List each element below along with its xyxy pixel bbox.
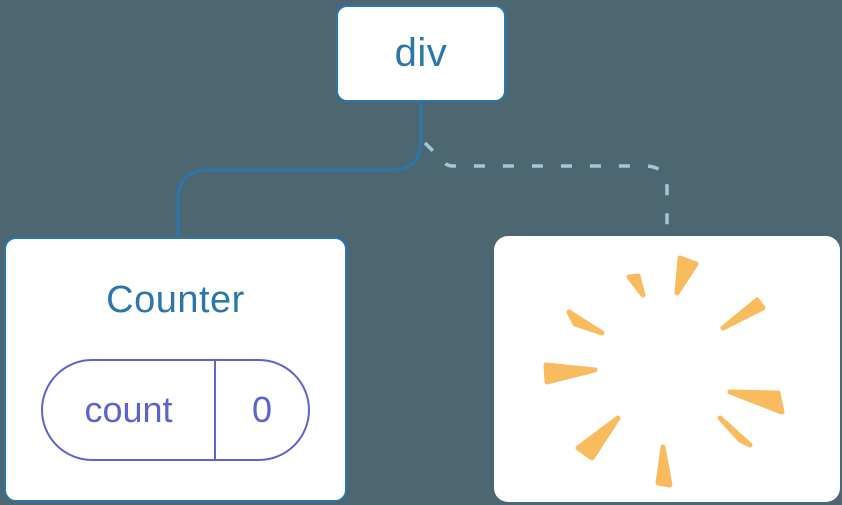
poof-ray	[717, 415, 753, 448]
state-key-label: count	[43, 361, 216, 459]
tree-node-div-label: div	[394, 31, 448, 75]
poof-ray	[575, 415, 621, 461]
poof-ray	[720, 297, 766, 331]
poof-ray	[727, 389, 785, 415]
counter-title: Counter	[106, 279, 245, 321]
counter-component-card: Counter count 0	[4, 237, 347, 502]
poof-ray	[655, 444, 673, 488]
poof-ray	[626, 273, 646, 298]
removed-component-card	[494, 236, 840, 502]
state-value-label: 0	[251, 389, 273, 430]
poof-ray	[566, 309, 605, 336]
connector-dashed-removed	[423, 141, 669, 237]
connector-solid-kept	[176, 101, 423, 238]
poof-ray	[543, 362, 598, 385]
tree-node-div: div	[336, 5, 506, 102]
poof-ray	[674, 255, 699, 296]
poof-icon	[543, 255, 785, 488]
state-badge: count 0	[41, 359, 310, 461]
